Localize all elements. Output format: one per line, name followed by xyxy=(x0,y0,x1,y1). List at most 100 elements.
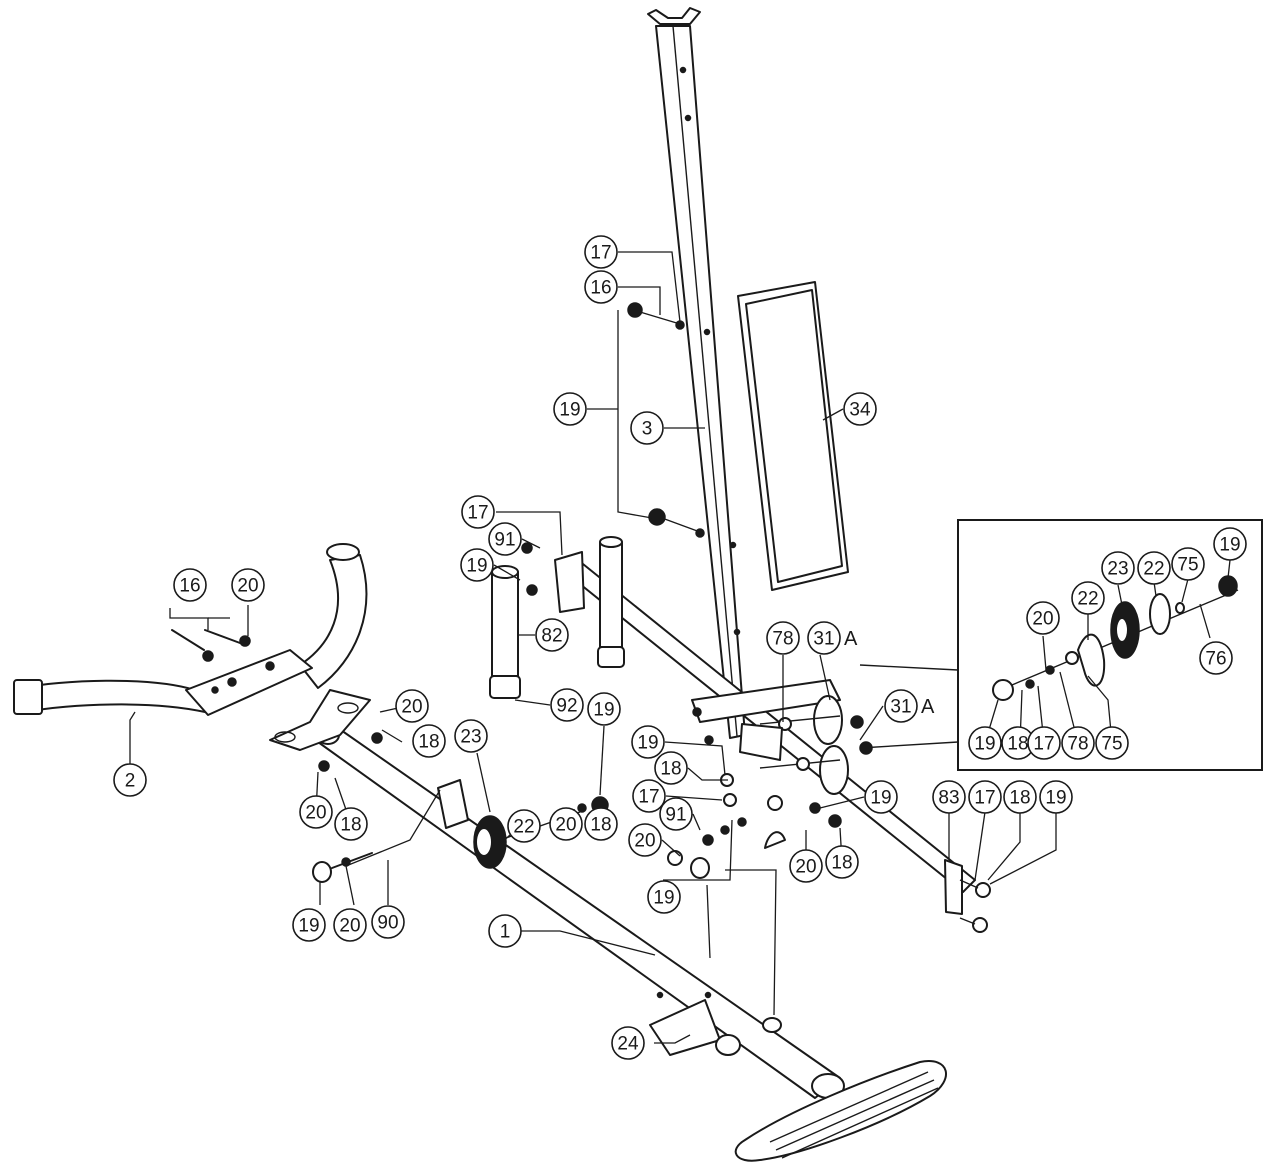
callout-circle xyxy=(884,689,918,723)
inset-detail xyxy=(859,519,1263,771)
callout-circle xyxy=(968,780,1002,814)
upright-post xyxy=(647,7,746,739)
callout-circle xyxy=(292,908,326,942)
callout-label: 18 xyxy=(590,815,611,836)
callout-circle xyxy=(1171,547,1205,581)
callout-label: 20 xyxy=(795,857,816,878)
callout-circle xyxy=(628,823,662,857)
callout-label: 20 xyxy=(339,916,360,937)
callout-label: 91 xyxy=(665,805,686,826)
handlebar-bolts xyxy=(171,629,251,662)
callout-19: 19 xyxy=(1213,527,1247,561)
callout-label: 2 xyxy=(125,771,136,792)
callout-23: 23 xyxy=(1101,551,1135,585)
callout-label: 17 xyxy=(1033,734,1054,755)
callout-circle xyxy=(807,621,841,655)
callout-label: 17 xyxy=(638,787,659,808)
callout-circle xyxy=(825,845,859,879)
callout-label: 22 xyxy=(1077,589,1098,610)
pulley-left xyxy=(437,779,609,869)
callout-label: 83 xyxy=(938,788,959,809)
callout-91: 91 xyxy=(659,797,693,831)
right-end-bolts xyxy=(959,879,991,933)
callout-label: 19 xyxy=(1045,788,1066,809)
callout-circle xyxy=(1039,780,1073,814)
callout-circle xyxy=(412,724,446,758)
callout-18: 18 xyxy=(654,751,688,785)
callout-label: 3 xyxy=(642,419,653,440)
callout-circle xyxy=(549,807,583,841)
callout-20: 20 xyxy=(1026,601,1060,635)
callout-90: 90 xyxy=(371,905,405,939)
callout-75: 75 xyxy=(1095,726,1129,760)
callout-circle xyxy=(113,763,147,797)
callout-23: 23 xyxy=(454,719,488,753)
callout-label: 20 xyxy=(237,576,258,597)
callout-circle xyxy=(395,689,429,723)
callout-17: 17 xyxy=(632,779,666,813)
callout-20: 20 xyxy=(333,908,367,942)
callout-circle xyxy=(654,751,688,785)
callout-circle xyxy=(659,797,693,831)
callout-suffix: A xyxy=(844,628,858,650)
callout-label: 90 xyxy=(377,913,398,934)
roller-assembly xyxy=(691,679,873,795)
callout-17: 17 xyxy=(968,780,1002,814)
callout-circle xyxy=(632,779,666,813)
callout-label: 91 xyxy=(494,530,515,551)
callout-78: 78 xyxy=(1061,726,1095,760)
callout-label: 19 xyxy=(559,400,580,421)
callout-circle xyxy=(1003,780,1037,814)
callout-label: 16 xyxy=(179,576,200,597)
callout-label: 18 xyxy=(1007,734,1028,755)
callout-22: 22 xyxy=(1071,581,1105,615)
foot-plate xyxy=(734,1060,947,1162)
callout-19: 19 xyxy=(292,908,326,942)
callout-label: 20 xyxy=(634,831,655,852)
callout-label: 22 xyxy=(1143,559,1164,580)
lower-left-bolt xyxy=(312,852,373,883)
callout-label: 92 xyxy=(556,696,577,717)
callout-22: 22 xyxy=(1137,551,1171,585)
callout-circle xyxy=(789,849,823,883)
callout-19: 19 xyxy=(1039,780,1073,814)
callout-75: 75 xyxy=(1171,547,1205,581)
callout-circle xyxy=(454,719,488,753)
callout-label: 17 xyxy=(467,503,488,524)
callout-31: 31 A xyxy=(884,689,935,723)
callout-circle xyxy=(460,548,494,582)
callout-suffix: A xyxy=(921,696,935,718)
callout-16: 16 xyxy=(584,270,618,304)
callout-17: 17 xyxy=(1027,726,1061,760)
callout-circle xyxy=(584,270,618,304)
top-bracket xyxy=(269,689,383,772)
callout-label: 18 xyxy=(1009,788,1030,809)
callout-19: 19 xyxy=(631,725,665,759)
callout-circle xyxy=(968,726,1002,760)
callout-label: 31 xyxy=(813,629,834,650)
callout-circle xyxy=(631,725,665,759)
callout-3: 3 xyxy=(630,411,664,445)
callout-label: 22 xyxy=(513,817,534,838)
callout-82: 82 xyxy=(535,618,569,652)
callout-circle xyxy=(584,235,618,269)
callout-circle xyxy=(584,807,618,841)
callout-34: 34 xyxy=(843,392,877,426)
callout-18: 18 xyxy=(825,845,859,879)
callout-91: 91 xyxy=(488,522,522,556)
callout-circle xyxy=(299,795,333,829)
callout-17: 17 xyxy=(461,495,495,529)
callout-label: 17 xyxy=(974,788,995,809)
callout-circle xyxy=(371,905,405,939)
callout-18: 18 xyxy=(334,807,368,841)
callout-20: 20 xyxy=(395,689,429,723)
callout-label: 20 xyxy=(1032,609,1053,630)
callout-label: 1 xyxy=(500,922,511,943)
callout-circle xyxy=(488,522,522,556)
callout-circle xyxy=(864,780,898,814)
callout-label: 31 xyxy=(890,697,911,718)
callout-20: 20 xyxy=(628,823,662,857)
callout-label: 19 xyxy=(870,788,891,809)
leader-lines xyxy=(129,251,1231,1044)
